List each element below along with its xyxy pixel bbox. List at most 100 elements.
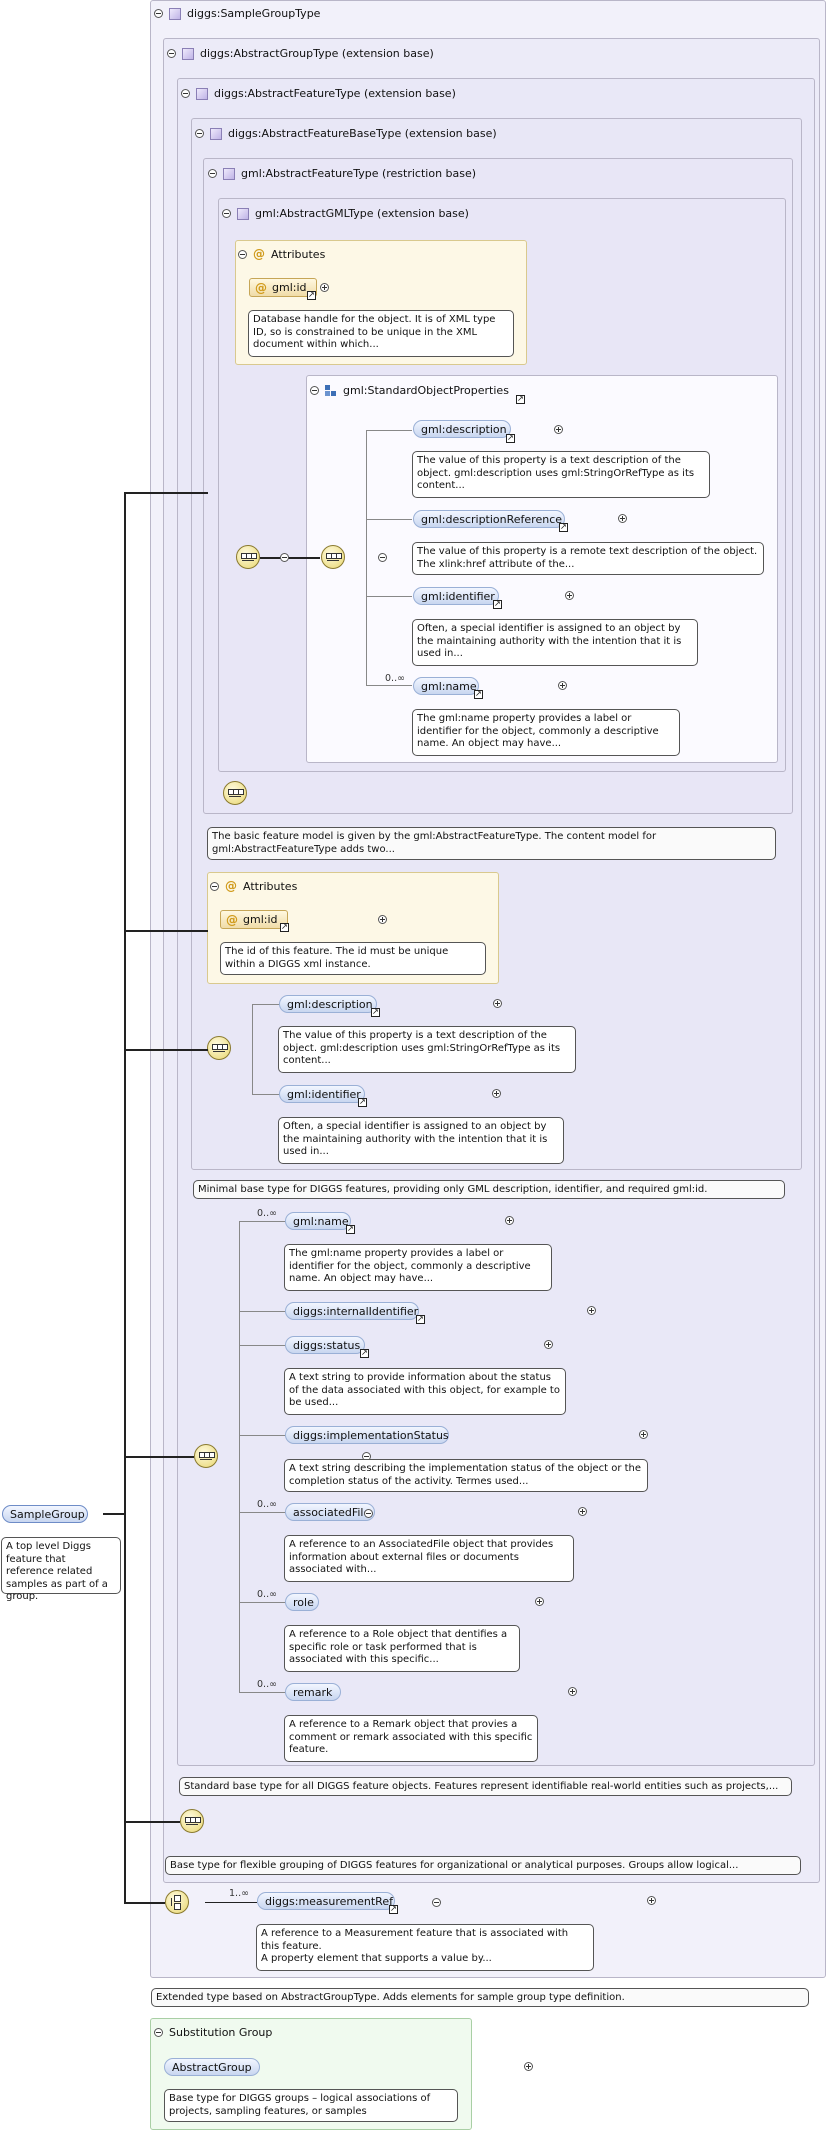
link-arrow-icon[interactable]	[559, 523, 568, 532]
collapse-toggle[interactable]	[210, 881, 219, 891]
link-arrow-icon[interactable]	[371, 1008, 380, 1017]
sequence-icon[interactable]	[223, 781, 247, 805]
expand-toggle[interactable]	[554, 425, 564, 434]
type-title: gml:AbstractFeatureType (restriction bas…	[241, 167, 477, 180]
link-arrow-icon[interactable]	[346, 1225, 355, 1234]
connector	[239, 1602, 285, 1603]
connector	[124, 1456, 194, 1458]
expand-toggle[interactable]	[587, 1306, 597, 1315]
link-arrow-icon[interactable]	[493, 600, 502, 609]
gml-name-element[interactable]: gml:name	[285, 1212, 351, 1230]
attributes-header[interactable]: @ Attributes	[210, 879, 297, 893]
group-title: gml:StandardObjectProperties	[343, 384, 509, 397]
choice-icon[interactable]	[165, 1890, 189, 1914]
collapse-toggle[interactable]	[181, 89, 190, 98]
link-arrow-icon[interactable]	[474, 690, 483, 699]
collapse-toggle[interactable]	[222, 209, 231, 218]
collapse-toggle[interactable]	[154, 9, 163, 18]
associated-file-element[interactable]: associatedFile	[285, 1503, 375, 1521]
link-arrow-icon[interactable]	[506, 434, 515, 443]
link-arrow-icon[interactable]	[280, 923, 289, 932]
gml-name-element[interactable]: gml:name	[413, 677, 479, 695]
gml-abstract-feature-type-header[interactable]: gml:AbstractFeatureType (restriction bas…	[208, 167, 476, 180]
remark-element[interactable]: remark	[285, 1683, 341, 1701]
gml-abstract-gml-type-header[interactable]: gml:AbstractGMLType (extension base)	[222, 207, 469, 220]
abstract-group-type-header[interactable]: diggs:AbstractGroupType (extension base)	[167, 47, 434, 60]
gml-description-element[interactable]: gml:description	[413, 420, 511, 438]
expand-toggle[interactable]	[378, 915, 388, 924]
internal-identifier-element[interactable]: diggs:internalIdentifier	[285, 1302, 419, 1320]
associated-file-doc: A reference to an AssociatedFile object …	[284, 1535, 574, 1582]
link-arrow-icon[interactable]	[358, 1098, 367, 1107]
expand-toggle[interactable]	[564, 591, 574, 600]
type-title: gml:AbstractGMLType (extension base)	[255, 207, 469, 220]
complex-type-icon	[182, 47, 194, 60]
gml-description-reference-element[interactable]: gml:descriptionReference	[413, 510, 565, 528]
sequence-icon[interactable]	[180, 1809, 204, 1833]
sample-group-root-element[interactable]: SampleGroup	[2, 1505, 88, 1523]
gml-id-attribute[interactable]: @ gml:id	[220, 910, 288, 929]
substitution-group-title: Substitution Group	[169, 2026, 273, 2039]
role-doc: A reference to a Role object that dentif…	[284, 1625, 520, 1672]
collapse-toggle[interactable]	[280, 553, 290, 562]
link-arrow-icon[interactable]	[360, 1349, 369, 1358]
substitution-group-header[interactable]: Substitution Group	[154, 2026, 272, 2039]
gml-identifier-doc: Often, a special identifier is assigned …	[412, 619, 698, 666]
collapse-toggle[interactable]	[363, 1509, 373, 1518]
status-element[interactable]: diggs:status	[285, 1336, 365, 1354]
expand-toggle[interactable]	[639, 1430, 649, 1439]
sequence-icon[interactable]	[236, 545, 260, 569]
complex-type-icon	[237, 207, 249, 220]
abstract-group-element[interactable]: AbstractGroup	[164, 2058, 260, 2076]
connector	[366, 430, 367, 685]
measurement-ref-element[interactable]: diggs:measurementRef	[257, 1892, 395, 1910]
expand-toggle[interactable]	[534, 1597, 544, 1606]
gml-id-attribute[interactable]: @ gml:id	[249, 278, 317, 297]
sequence-icon[interactable]	[207, 1036, 231, 1060]
expand-toggle[interactable]	[577, 1507, 587, 1516]
link-arrow-icon[interactable]	[416, 1315, 425, 1324]
sequence-icon[interactable]	[194, 1444, 218, 1468]
trunk-line	[124, 492, 126, 1904]
implementation-status-element[interactable]: diggs:implementationStatus	[285, 1426, 449, 1444]
collapse-toggle[interactable]	[377, 553, 387, 562]
base-gml-description-element[interactable]: gml:description	[279, 995, 377, 1013]
collapse-toggle[interactable]	[154, 2028, 163, 2037]
sequence-icon[interactable]	[321, 545, 345, 569]
expand-toggle[interactable]	[558, 681, 568, 690]
expand-toggle[interactable]	[492, 1089, 502, 1098]
sample-group-type-header[interactable]: diggs:SampleGroupType	[154, 7, 320, 20]
collapse-toggle[interactable]	[431, 1898, 441, 1907]
expand-toggle[interactable]	[320, 283, 329, 292]
gml-identifier-element[interactable]: gml:identifier	[413, 587, 499, 605]
expand-toggle[interactable]	[646, 1896, 656, 1905]
standard-object-properties-header[interactable]: gml:StandardObjectProperties	[310, 384, 509, 397]
link-arrow-icon[interactable]	[389, 1905, 398, 1914]
expand-toggle[interactable]	[543, 1340, 553, 1349]
attributes-header[interactable]: @ Attributes	[238, 247, 325, 261]
collapse-toggle[interactable]	[167, 49, 176, 58]
collapse-toggle[interactable]	[310, 386, 319, 395]
cardinality-label: 0..∞	[385, 673, 405, 684]
link-arrow-icon[interactable]	[516, 395, 525, 404]
collapse-toggle[interactable]	[208, 169, 217, 178]
complex-type-icon	[196, 87, 208, 100]
expand-toggle[interactable]	[505, 1216, 515, 1225]
attributes-label: Attributes	[271, 247, 326, 261]
role-element[interactable]: role	[285, 1593, 319, 1611]
abstract-feature-base-type-header[interactable]: diggs:AbstractFeatureBaseType (extension…	[195, 127, 497, 140]
collapse-toggle[interactable]	[195, 129, 204, 138]
connector	[239, 1221, 240, 1693]
collapse-toggle[interactable]	[238, 249, 247, 259]
expand-toggle[interactable]	[524, 2062, 534, 2071]
expand-toggle[interactable]	[568, 1687, 578, 1696]
link-arrow-icon[interactable]	[307, 291, 316, 300]
attribute-icon: @	[226, 912, 238, 927]
base-gml-identifier-element[interactable]: gml:identifier	[279, 1085, 365, 1103]
expand-toggle[interactable]	[493, 999, 503, 1008]
connector	[239, 1221, 285, 1222]
type-title: diggs:AbstractGroupType (extension base)	[200, 47, 434, 60]
abstract-feature-type-header[interactable]: diggs:AbstractFeatureType (extension bas…	[181, 87, 456, 100]
expand-toggle[interactable]	[618, 514, 628, 523]
connector	[366, 596, 412, 597]
